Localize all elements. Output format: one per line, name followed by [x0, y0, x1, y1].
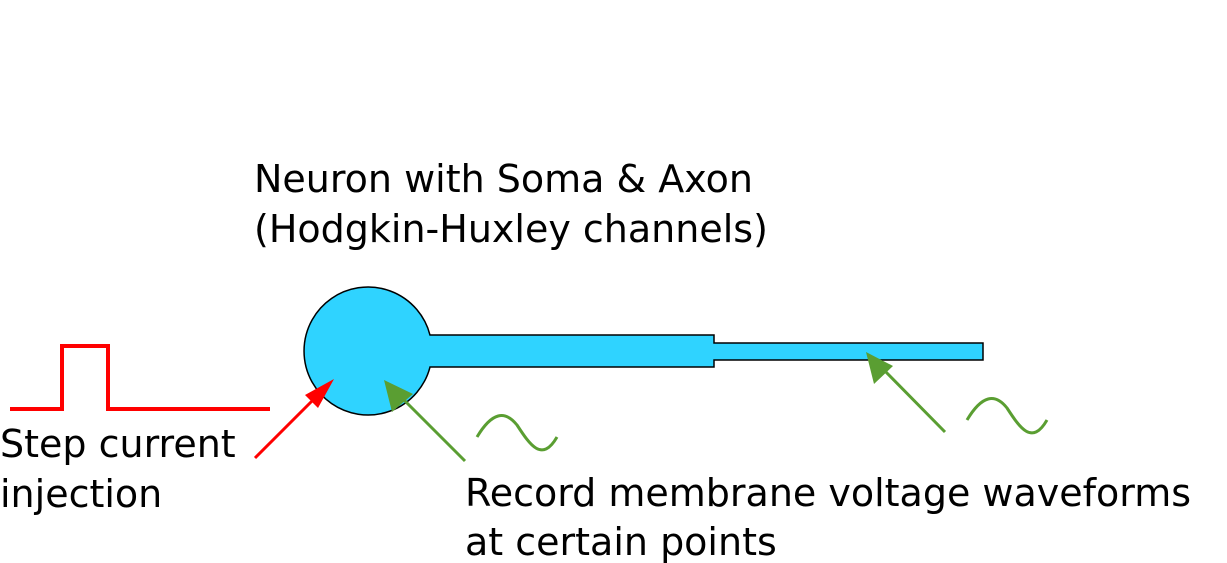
recording-arrow-soma [384, 380, 467, 463]
recording-label-line2: at certain points [465, 520, 777, 563]
voltage-waveform-soma [475, 414, 559, 452]
voltage-waveform-axon [965, 397, 1049, 435]
stimulus-arrow [253, 379, 334, 460]
neuron-title-line2: (Hodgkin-Huxley channels) [254, 207, 768, 251]
step-current-waveform [10, 344, 270, 411]
neuron-body [303, 286, 984, 416]
neuron-shape [303, 286, 984, 416]
stimulus-label-line1: Step current [0, 422, 236, 466]
recording-label-line1: Record membrane voltage waveforms [465, 471, 1191, 515]
stimulus-label-line2: injection [0, 472, 162, 516]
neuron-title-line1: Neuron with Soma & Axon [254, 157, 753, 201]
recording-arrow-axon [866, 352, 947, 434]
